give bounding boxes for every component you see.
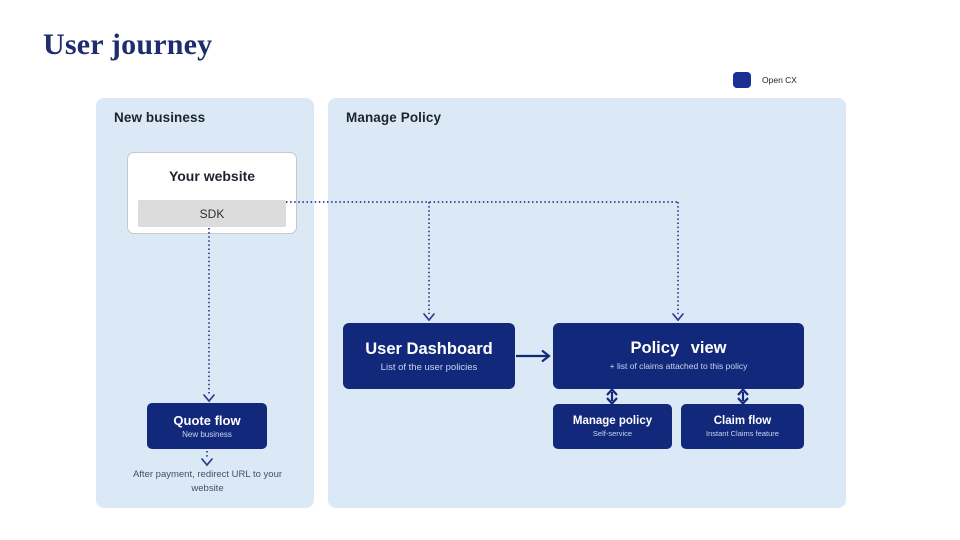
sdk-bar: SDK bbox=[138, 200, 286, 227]
redirect-note: After payment, redirect URL to your webs… bbox=[132, 469, 283, 494]
claim-flow-subtitle: Instant Claims feature bbox=[706, 429, 779, 438]
legend-color-swatch bbox=[733, 72, 751, 88]
your-website-title: Your website bbox=[168, 168, 256, 184]
quote-flow-node: Quote flow New business bbox=[147, 403, 267, 449]
user-dashboard-title: User Dashboard bbox=[365, 339, 493, 358]
quote-flow-subtitle: New business bbox=[182, 430, 232, 439]
legend: Open CX bbox=[733, 72, 797, 88]
your-website-node: Your website SDK bbox=[127, 152, 297, 234]
panel-manage-policy-header: Manage Policy bbox=[346, 110, 442, 125]
manage-policy-node: Manage policy Self-service bbox=[553, 404, 672, 449]
policy-view-title: Policy view bbox=[630, 339, 727, 358]
policy-view-node: Policy view + list of claims attached to… bbox=[553, 323, 804, 389]
user-dashboard-node: User Dashboard List of the user policies bbox=[343, 323, 515, 389]
policy-view-subtitle: + list of claims attached to this policy bbox=[609, 361, 748, 372]
user-dashboard-subtitle: List of the user policies bbox=[380, 361, 478, 373]
legend-label: Open CX bbox=[762, 75, 797, 85]
manage-policy-title: Manage policy bbox=[572, 415, 653, 427]
panel-new-business-header: New business bbox=[114, 110, 206, 125]
claim-flow-title: Claim flow bbox=[713, 415, 772, 427]
manage-policy-subtitle: Self-service bbox=[592, 429, 633, 438]
quote-flow-title: Quote flow bbox=[173, 413, 241, 428]
page-title: User journey bbox=[43, 28, 213, 61]
claim-flow-node: Claim flow Instant Claims feature bbox=[681, 404, 804, 449]
